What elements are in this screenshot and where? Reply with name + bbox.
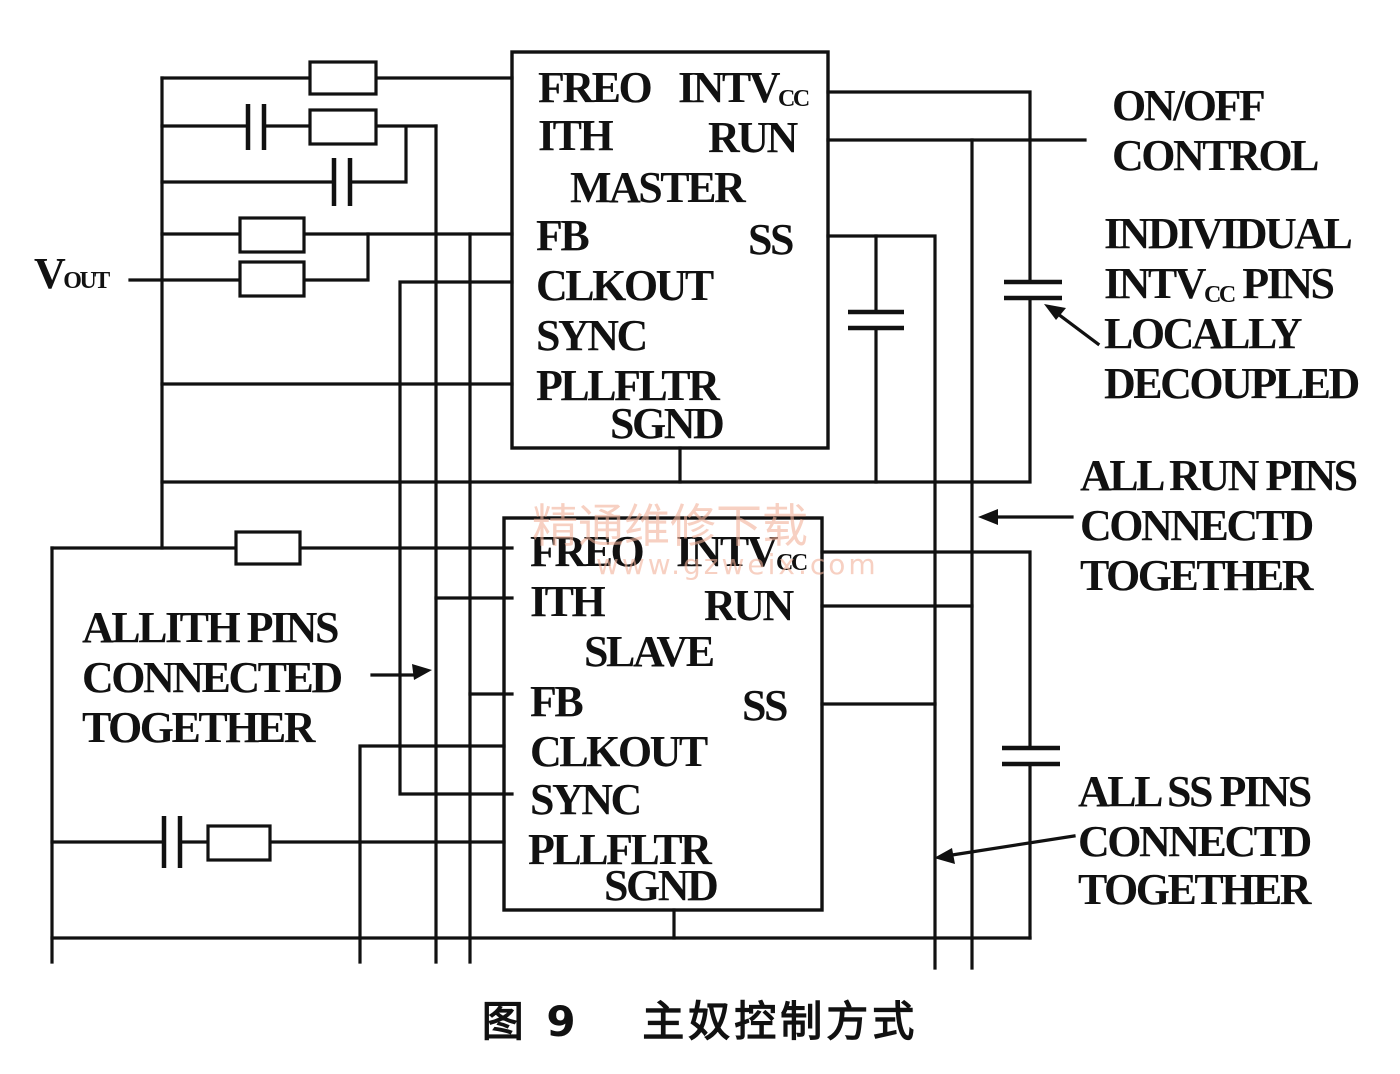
svg-text:CONNECTD: CONNECTD [1080,501,1313,550]
capacitor-master-intvcc [1004,279,1062,301]
svg-text:ALL SS PINS: ALL SS PINS [1078,767,1311,816]
figure-title: 主奴控制方式 [642,997,919,1046]
slave-sgnd-pin: SGND [604,861,717,910]
svg-text:TOGETHER: TOGETHER [1080,551,1315,600]
master-intv-pin: INTVCC [678,63,809,112]
slave-ith-pin: ITH [530,577,605,626]
capacitor-slave-intvcc [1002,745,1060,767]
on-off-control-label: ON/OFF CONTROL [1112,81,1321,180]
figure-caption: 图 9 主奴控制方式 [0,988,1400,1049]
circuit-diagram: FREO INTVCC ITH RUN MASTER FB SS CLKOUT … [34,50,1361,970]
capacitor-master-ss [848,309,904,331]
svg-text:CONTROL: CONTROL [1112,131,1318,180]
master-pllfltr-pin: PLLFLTR [536,361,721,410]
resistor-slave-pllfltr [206,824,272,862]
slave-pllfltr-pin: PLLFLTR [528,825,713,874]
intvcc-note: INDIVIDUAL INTVCC PINS LOCALLY DECOUPLED [1104,209,1361,408]
resistor-slave-freq [234,530,302,566]
wiring [50,76,1087,970]
slave-freq-pin: FREO [530,527,644,576]
ss-pins-note: ALL SS PINS CONNECTD TOGETHER [1078,767,1315,914]
resistor-ith [308,108,378,146]
master-ss-pin: SS [748,215,793,264]
slave-sync-pin: SYNC [530,775,640,824]
svg-text:DECOUPLED: DECOUPLED [1104,359,1358,408]
resistor-fb-lower [238,260,306,298]
ith-pins-note: ALLITH PINS CONNECTED TOGETHER [82,603,344,752]
capacitor-slave-pllfltr [161,816,183,868]
arrow-ith-note [370,664,432,680]
master-clkout-pin: CLKOUT [536,261,714,310]
resistor-fb-upper [238,216,306,254]
resistors [206,60,378,862]
slave-intv-pin: INTVCC [676,527,807,576]
master-sync-pin: SYNC [536,311,646,360]
watermark: 精通维修下载 www.gzweix.com [532,499,879,581]
slave-clkout-pin: CLKOUT [530,727,708,776]
svg-text:CONNECTED: CONNECTED [82,653,341,702]
svg-text:ALLITH PINS: ALLITH PINS [82,603,338,652]
annotation-arrows [370,304,1101,864]
capacitors [161,104,1062,868]
svg-text:www.gzweix.com: www.gzweix.com [596,548,879,581]
slave-chip: FREO INTVCC ITH RUN SLAVE FB SS CLKOUT S… [502,516,824,912]
svg-text:INDIVIDUAL: INDIVIDUAL [1104,209,1352,258]
vout-label: VOUT [34,249,110,298]
svg-text:TOGETHER: TOGETHER [82,703,317,752]
capacitor-ith-2 [331,158,353,206]
svg-text:精通维修下载: 精通维修下载 [532,499,808,553]
slave-label: SLAVE [584,627,714,676]
master-label: MASTER [570,163,747,212]
svg-text:INTVCC PINS: INTVCC PINS [1104,259,1333,308]
master-freq-pin: FREO [538,63,652,112]
master-run-pin: RUN [708,113,799,162]
master-sgnd-pin: SGND [610,399,723,448]
svg-text:ALL RUN PINS: ALL RUN PINS [1080,451,1357,500]
arrow-run-note [978,509,1074,525]
svg-text:LOCALLY: LOCALLY [1104,309,1302,358]
master-fb-pin: FB [536,211,589,260]
svg-text:TOGETHER: TOGETHER [1078,865,1313,914]
master-chip: FREO INTVCC ITH RUN MASTER FB SS CLKOUT … [510,50,830,450]
svg-text:CONNECTD: CONNECTD [1078,817,1311,866]
figure-number: 图 9 [481,997,580,1046]
resistor-freq [308,60,378,96]
slave-run-pin: RUN [704,581,795,630]
slave-ss-pin: SS [742,681,787,730]
slave-fb-pin: FB [530,677,583,726]
capacitor-ith [245,104,267,150]
run-pins-note: ALL RUN PINS CONNECTD TOGETHER [1080,451,1359,600]
arrow-intvcc-note [1044,304,1101,347]
svg-text:ON/OFF: ON/OFF [1112,81,1264,130]
master-ith-pin: ITH [538,111,613,160]
arrow-ss-note [934,834,1076,864]
